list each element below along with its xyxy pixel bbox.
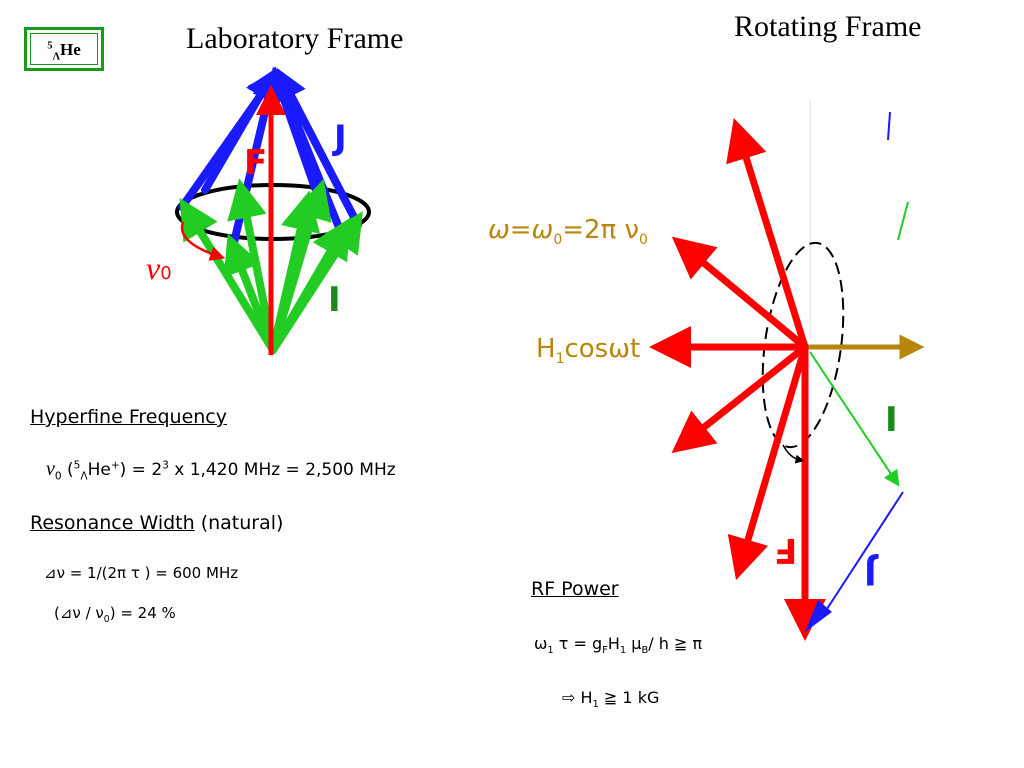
rf-formula-1: ω1 τ = gFH1 μB/ h ≧ π bbox=[534, 634, 703, 657]
label-i-lab: I bbox=[328, 280, 341, 320]
resonance-heading: Resonance Width (natural) bbox=[30, 512, 284, 534]
label-nu0: ν0 bbox=[146, 250, 172, 286]
hyperfine-heading: Hyperfine Frequency bbox=[30, 406, 227, 428]
label-f-lab: F bbox=[244, 143, 268, 183]
label-i-rot: I bbox=[885, 400, 898, 440]
laboratory-frame-title: Laboratory Frame bbox=[186, 22, 404, 55]
hyperfine-equation: ν0 (5ΛHe+) = 23 x 1,420 MHz = 2,500 MHz bbox=[46, 458, 396, 483]
rotating-i-vector bbox=[809, 351, 900, 487]
resonance-line1: ⊿ν = 1/(2π τ ) = 600 MHz bbox=[44, 564, 239, 582]
rotating-f-vectors bbox=[649, 117, 826, 641]
i-vector-cone bbox=[179, 178, 363, 354]
rf-power-heading: RF Power bbox=[531, 578, 619, 600]
label-j-lab: J bbox=[334, 118, 347, 158]
rotation-arc-arrow bbox=[782, 444, 805, 464]
rotating-frame-title: Rotating Frame bbox=[734, 10, 922, 43]
omega-equation: ω=ω0=2π ν0 bbox=[488, 215, 648, 249]
dashed-precession-ellipse bbox=[761, 241, 845, 449]
label-j-rot: J bbox=[864, 552, 877, 592]
label-f-rot: F bbox=[774, 530, 798, 570]
nucleus-badge-label: 5ΛHe bbox=[30, 33, 98, 65]
rotating-j-vector bbox=[824, 491, 904, 613]
laboratory-frame-diagram bbox=[175, 66, 371, 355]
precession-arrow bbox=[180, 221, 226, 261]
nucleus-badge: 5ΛHe bbox=[24, 27, 104, 71]
rf-formula-2: ⇨ H1 ≧ 1 kG bbox=[562, 688, 660, 711]
h1-cos-label: H1cosωt bbox=[536, 334, 641, 368]
rotating-frame-diagram bbox=[649, 100, 925, 641]
resonance-line2: (⊿ν / ν0) = 24 % bbox=[54, 604, 176, 625]
